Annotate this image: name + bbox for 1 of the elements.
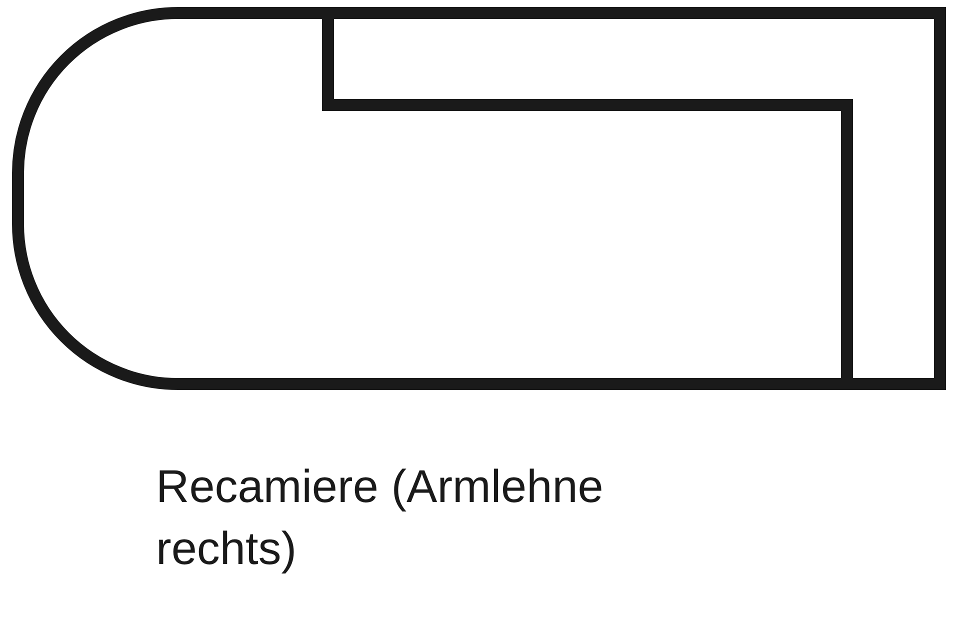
product-caption: Recamiere (Armlehne rechts) bbox=[156, 459, 604, 576]
